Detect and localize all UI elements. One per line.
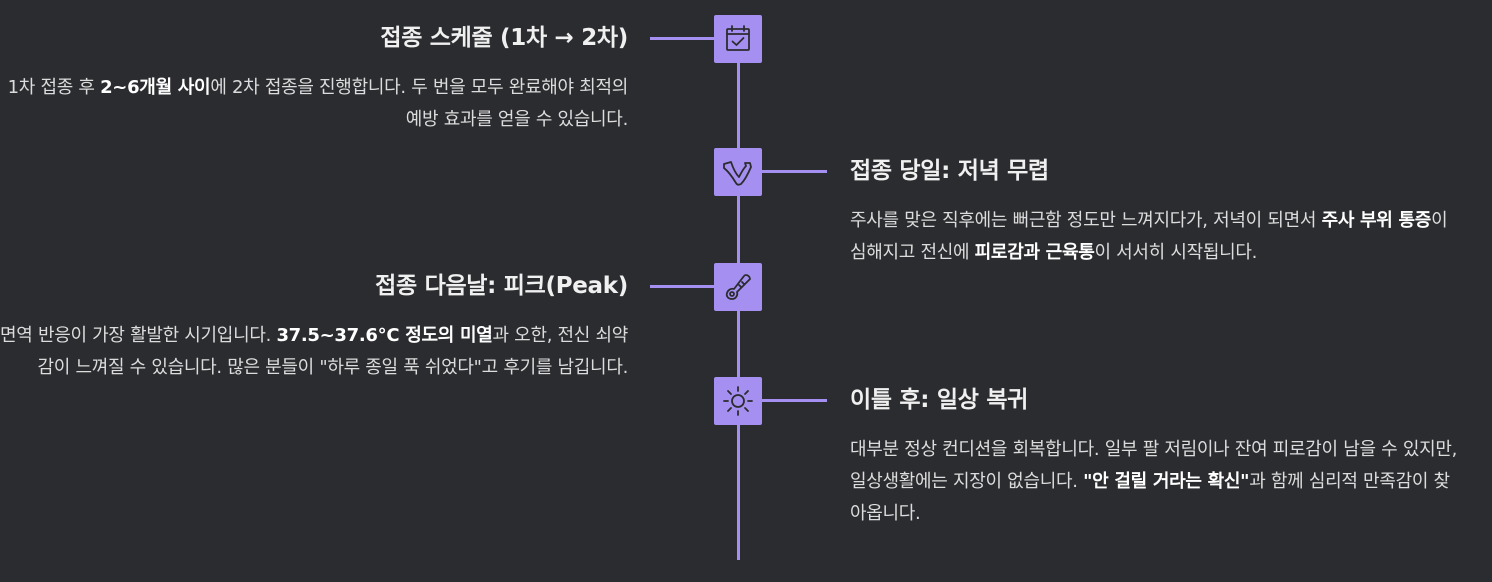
connector-3 [650,285,716,288]
timeline-node-3 [714,263,762,311]
entry-body: 주사를 맞은 직후에는 뻐근함 정도만 느껴지다가, 저녁이 되면서 주사 부위… [850,210,1448,263]
entry-title: 접종 스케줄 (1차 → 2차) [380,25,628,51]
sun-icon [723,386,753,416]
timeline-entry-3: 접종 다음날: 피크(Peak) 면역 반응이 가장 활발한 시기입니다. 37… [0,272,628,384]
entry-body: 면역 반응이 가장 활발한 시기입니다. 37.5~37.6°C 정도의 미열과… [0,325,629,378]
entry-title: 접종 다음날: 피크(Peak) [375,273,628,299]
entry-body: 대부분 정상 컨디션을 회복합니다. 일부 팔 저림이나 잔여 피로감이 남을 … [850,439,1458,524]
entry-title: 이틀 후: 일상 복귀 [850,387,1029,413]
calendar-check-icon [726,25,750,51]
entry-body: 1차 접종 후 2~6개월 사이에 2차 접종을 진행합니다. 두 번을 모두 … [7,77,629,130]
timeline-entry-1: 접종 스케줄 (1차 → 2차) 1차 접종 후 2~6개월 사이에 2차 접종… [0,24,629,136]
entry-title: 접종 당일: 저녁 무렵 [850,158,1049,184]
timeline-entry-2: 접종 당일: 저녁 무렵 주사를 맞은 직후에는 뻐근함 정도만 느껴지다가, … [850,157,1465,269]
timeline-node-2 [714,148,762,196]
connector-2 [761,170,827,173]
flexed-arm-icon [723,161,752,186]
connector-1 [650,37,716,40]
connector-4 [761,399,827,402]
timeline-node-1 [714,15,762,63]
timeline-entry-4: 이틀 후: 일상 복귀 대부분 정상 컨디션을 회복합니다. 일부 팔 저림이나… [850,386,1465,530]
timeline-node-4 [714,377,762,425]
thermometer-icon [725,274,751,300]
